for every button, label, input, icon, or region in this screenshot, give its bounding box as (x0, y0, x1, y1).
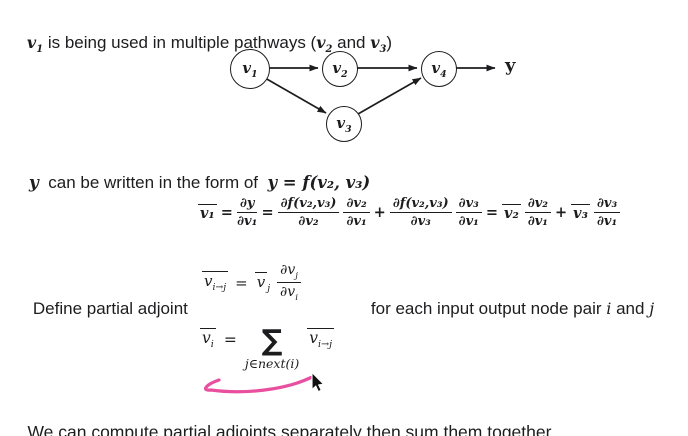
equals-sign: = (261, 204, 274, 222)
define-partial-adjoint-label: Define partial adjoint (32, 299, 188, 318)
math-v1: v1 (26, 33, 44, 56)
node-pair-note: for each input output node pair i and j (352, 276, 654, 342)
edge-v3-v4 (357, 77, 422, 115)
frac-df-dv3: ∂f(v₂,v₃)∂v₃ (389, 196, 452, 230)
edge-v1-v3 (264, 77, 327, 114)
frac-df-dv2: ∂f(v₂,v₃)∂v₂ (277, 196, 340, 230)
sigma-symbol: ∑ (261, 323, 283, 357)
math-y-equals-f: y = f(v₂, v₃) (267, 173, 371, 192)
graph-node-v2: v2 (322, 51, 358, 87)
vbar-i-to-j: vi→j (202, 271, 229, 294)
vbar3: v₃ (571, 203, 590, 222)
math-v3: v3 (370, 33, 387, 56)
graph-node-v1: v1 (230, 49, 270, 89)
adjoint-chain-rule-equation: v₁ = ∂y∂v₁ = ∂f(v₂,v₃)∂v₂ ∂v₂∂v₁ + ∂f(v₂… (198, 196, 621, 230)
plus-sign: + (555, 204, 568, 222)
summation: ∑ j∈next(i) (245, 324, 299, 372)
graph-node-v3: v3 (326, 106, 362, 142)
frac-dy-dv1: ∂y∂v₁ (236, 196, 258, 230)
frac-dv2-dv1-b: ∂v₂∂v₁ (524, 196, 552, 230)
intro-line: v1 is being used in multiple pathways (v… (8, 10, 392, 83)
adjoint-sum-equation: vi = ∑ j∈next(i) vi→j (200, 324, 335, 371)
vbar2: v₂ (502, 203, 521, 222)
frac-dvj-dvi: ∂vj ∂vi (277, 262, 301, 303)
frac-dv2-dv1: ∂v₂∂v₁ (343, 196, 370, 230)
pink-underline-annotation (203, 375, 313, 394)
form-line: y can be written in the form of y = f(v₂… (10, 150, 370, 216)
sigma-subscript: j∈next(i) (244, 356, 300, 371)
mouse-cursor (311, 371, 325, 393)
math-j: j (649, 299, 655, 318)
equals-sign: = (220, 204, 233, 222)
equals-sign: = (235, 273, 248, 292)
frac-dv3-dv1-b: ∂v₃∂v₁ (593, 196, 621, 230)
equals-sign: = (223, 330, 237, 349)
math-v2: v2 (316, 33, 333, 56)
frac-dv3-dv1: ∂v₃∂v₁ (455, 196, 482, 230)
plus-sign: + (373, 204, 386, 222)
note-text-2: and (611, 299, 650, 318)
math-y: y (28, 173, 39, 193)
vbar-i-to-j-rhs: vi→j (307, 328, 335, 351)
graph-node-v4: v4 (421, 51, 457, 87)
form-line-text: can be written in the form of (38, 173, 268, 192)
equals-sign: = (485, 204, 499, 222)
math-i: i (606, 299, 612, 318)
intro-text-1: is being used in multiple pathways ( (43, 33, 317, 52)
note-text-1: for each input output node pair (370, 299, 607, 318)
vbar1: v₁ (198, 203, 217, 222)
vbar-i: vi (200, 328, 216, 351)
intro-text-2: and (332, 33, 371, 52)
footer-line: We can compute partial adjoints separate… (27, 422, 552, 436)
intro-text-3: ) (386, 33, 393, 52)
graph-output-label: y (505, 55, 516, 76)
